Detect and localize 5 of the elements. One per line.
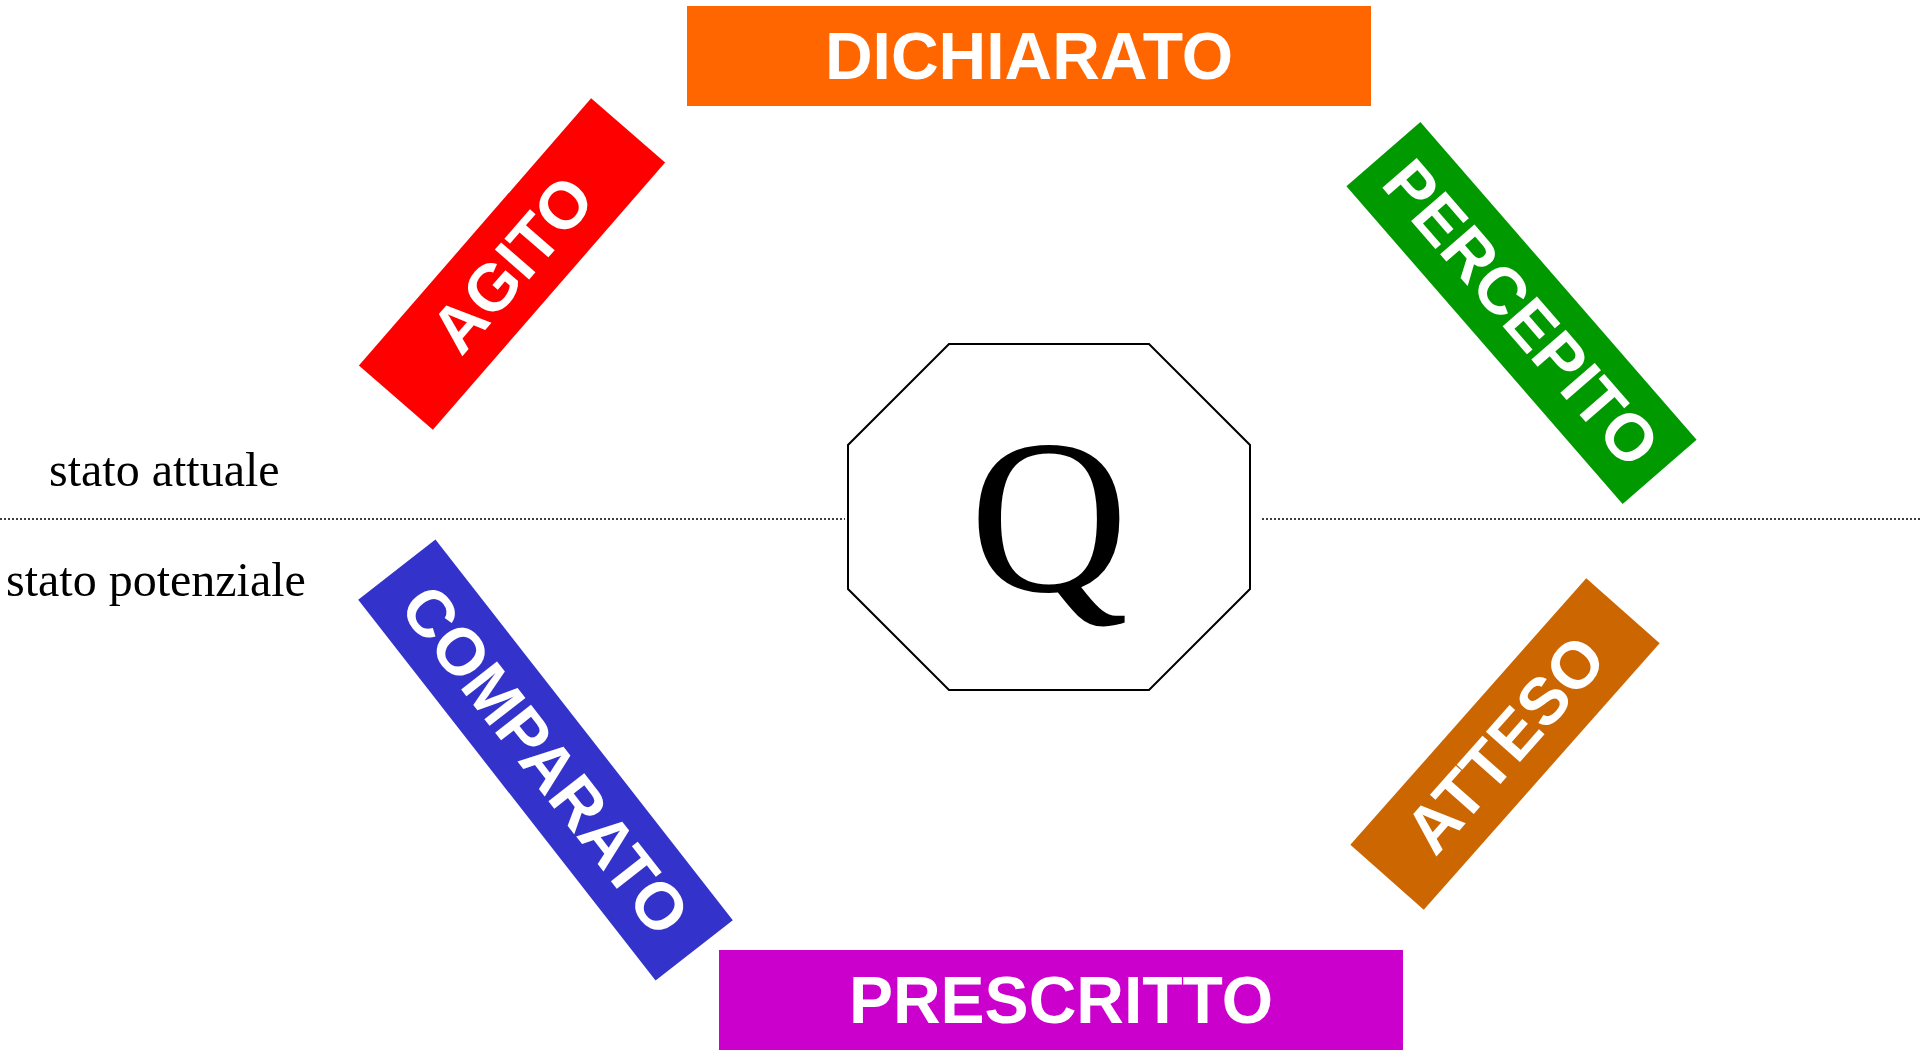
center-letter: Q bbox=[969, 407, 1129, 627]
category-label: PRESCRITTO bbox=[719, 950, 1403, 1050]
state-label: stato attuale bbox=[49, 446, 280, 494]
category-label: DICHIARATO bbox=[687, 6, 1371, 106]
state-label: stato potenziale bbox=[6, 556, 306, 604]
